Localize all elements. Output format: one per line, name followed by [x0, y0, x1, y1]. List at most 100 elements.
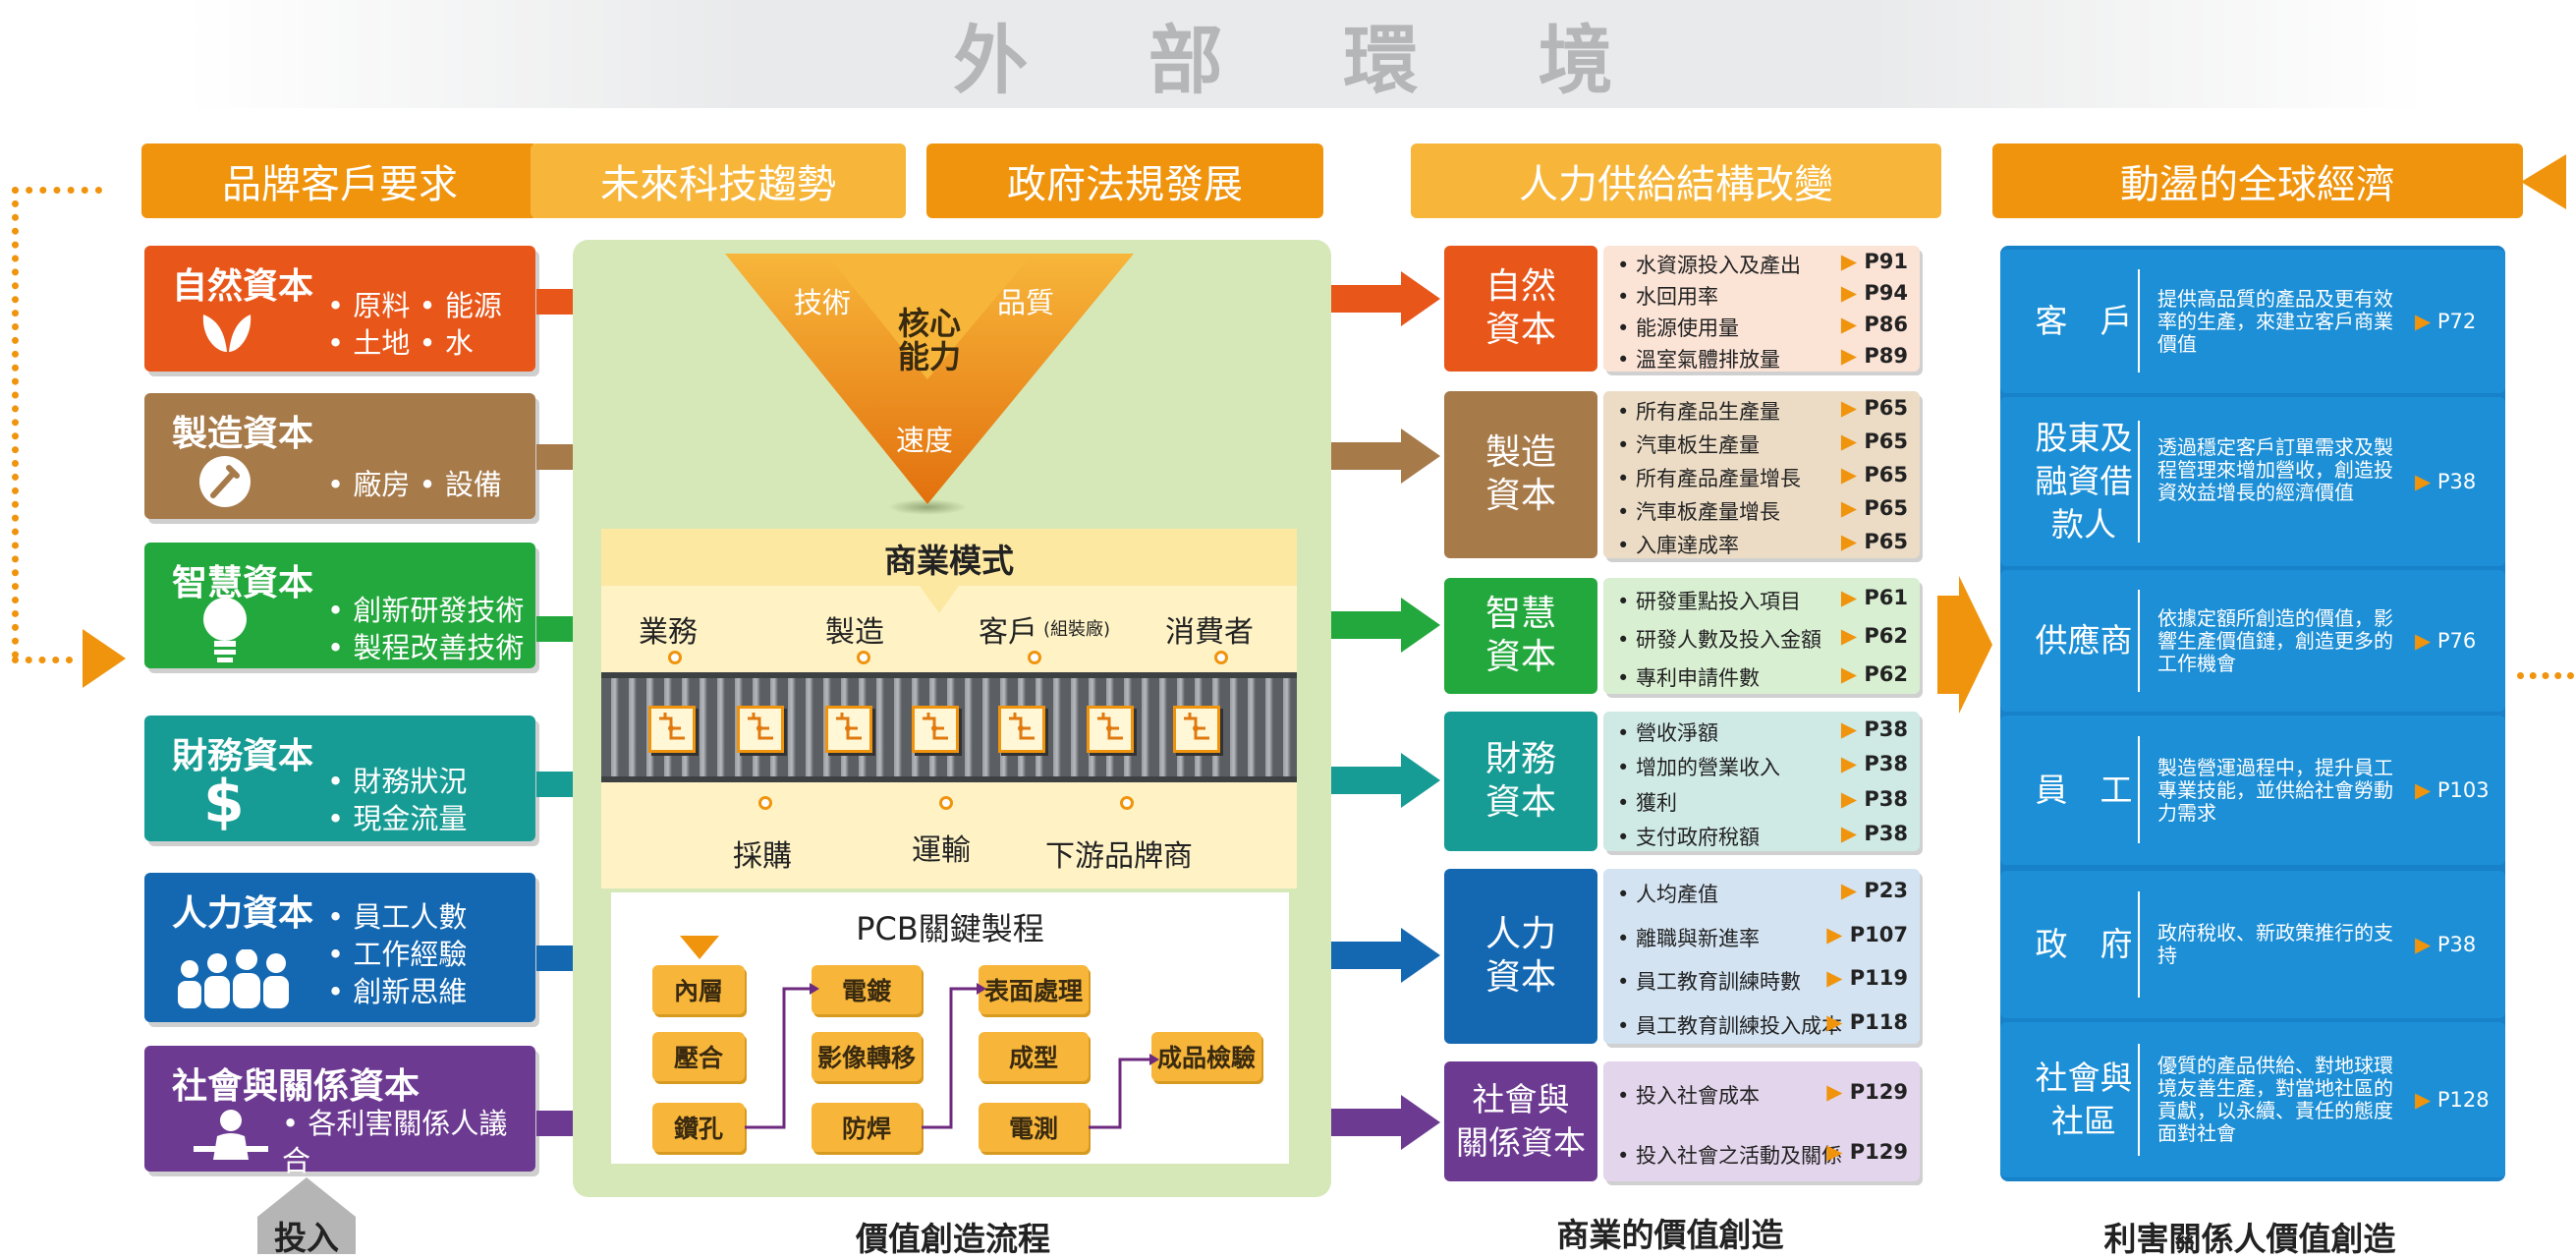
bm-pin	[857, 651, 870, 664]
metric-page-link[interactable]: ▶ P94	[1840, 281, 1908, 305]
bm-pin	[758, 796, 772, 810]
metric-page-link[interactable]: ▶ P61	[1840, 586, 1908, 609]
value-arrow-head-icon	[1401, 429, 1440, 484]
metric-page-link[interactable]: ▶ P65	[1840, 496, 1908, 520]
core-tech-label: 技術	[794, 286, 852, 319]
pcb-step: 成型	[979, 1032, 1089, 1081]
value-row-label: 財務 資本	[1444, 712, 1597, 851]
metric-page-link[interactable]: ▶ P23	[1840, 879, 1908, 902]
metric-item: • 員工教育訓練投入成本	[1617, 1014, 1843, 1038]
metric-page-link[interactable]: ▶ P118	[1826, 1010, 1908, 1034]
value-row-metrics: • 投入社會成本▶ P129• 投入社會之活動及關係▶ P129	[1603, 1061, 1920, 1181]
bm-bottom-label: 運輸	[912, 833, 971, 868]
separator	[2138, 269, 2140, 372]
stakeholder-name: 政 府	[2035, 925, 2133, 963]
capital-card-manufactured: 製造資本 • 廠房 • 設備	[144, 393, 535, 519]
separator	[2138, 891, 2140, 998]
metric-item: • 增加的營業收入	[1617, 756, 1781, 779]
value-arrow-head-icon	[1401, 271, 1440, 326]
metric-page-link[interactable]: ▶ P119	[1826, 966, 1908, 990]
stakeholder-page-link[interactable]: ▶ P72	[2415, 310, 2477, 333]
value-arrow	[1331, 442, 1402, 470]
stakeholder-page-link[interactable]: ▶ P76	[2415, 629, 2477, 653]
wrench-icon	[196, 454, 254, 518]
process-label: 價值創造流程	[856, 1220, 1050, 1258]
header-tech-trends: 未來科技趨勢	[531, 143, 906, 218]
capital-card-natural: 自然資本 • 原料 • 能源 • 土地 • 水	[144, 246, 535, 372]
capital-item: • 工作經驗	[327, 938, 468, 971]
header-labor-supply: 人力供給結構改變	[1411, 143, 1941, 218]
bm-bottom-label: 下游品牌商	[1045, 839, 1193, 874]
metric-page-link[interactable]: ▶ P86	[1840, 313, 1908, 336]
bm-top-label: 客戶	[979, 615, 1037, 650]
bm-pin	[1028, 651, 1041, 664]
metric-item: • 投入社會之活動及關係	[1617, 1144, 1843, 1168]
circuit-chip-icon	[1087, 706, 1134, 753]
metric-page-link[interactable]: ▶ P91	[1840, 250, 1908, 273]
metric-page-link[interactable]: ▶ P62	[1840, 662, 1908, 686]
metric-page-link[interactable]: ▶ P129	[1826, 1080, 1908, 1104]
pcb-step: 防焊	[812, 1103, 922, 1152]
metric-page-link[interactable]: ▶ P62	[1840, 624, 1908, 648]
metric-page-link[interactable]: ▶ P38	[1840, 787, 1908, 811]
stakeholder-row: 股東及 融資借 款人透過穩定客戶訂單需求及製程管理來增加營收，創造投資效益增長的…	[2000, 397, 2505, 566]
metric-item: • 所有產品產量增長	[1617, 467, 1802, 490]
metric-page-link[interactable]: ▶ P65	[1840, 396, 1908, 420]
metric-page-link[interactable]: ▶ P65	[1840, 530, 1908, 553]
value-row-metrics: • 水資源投入及產出▶ P91• 水回用率▶ P94• 能源使用量▶ P86• …	[1603, 246, 1920, 372]
pcb-title: PCB關鍵製程	[856, 910, 1044, 947]
value-arrow	[1331, 767, 1402, 794]
bm-top-label: 消費者	[1165, 615, 1254, 650]
header-gov-regulations: 政府法規發展	[926, 143, 1323, 218]
bm-pin	[1214, 651, 1228, 664]
metric-page-link[interactable]: ▶ P65	[1840, 430, 1908, 453]
metric-item: • 員工教育訓練時數	[1617, 970, 1802, 994]
separator	[2138, 590, 2140, 692]
feedback-dotted-line-top	[12, 187, 102, 194]
metric-page-link[interactable]: ▶ P129	[1826, 1140, 1908, 1164]
feedback-dotted-line-right	[2517, 672, 2574, 679]
business-model-pointer	[920, 586, 959, 613]
input-arrow-icon	[83, 629, 126, 688]
stakeholder-page-link[interactable]: ▶ P103	[2415, 778, 2490, 802]
metric-item: • 所有產品生產量	[1617, 400, 1781, 424]
speaker-icon	[192, 1107, 270, 1171]
metric-item: • 專利申請件數	[1617, 666, 1761, 690]
input-up-arrow-icon	[257, 1177, 356, 1217]
stakeholder-page-link[interactable]: ▶ P128	[2415, 1088, 2490, 1112]
people-icon	[168, 948, 306, 1019]
bm-top-label: 業務	[639, 615, 698, 650]
business-model-title: 商業模式	[884, 542, 1014, 580]
capital-card-human: 人力資本 • 員工人數 • 工作經驗 • 創新思維	[144, 873, 535, 1022]
value-arrow-head-icon	[1401, 1095, 1440, 1150]
capital-item: • 原料 • 能源	[327, 289, 502, 322]
stakeholder-row: 供應商依據定額所創造的價值，影響生產價值鏈，創造更多的工作機會▶ P76	[2000, 570, 2505, 712]
metric-page-link[interactable]: ▶ P65	[1840, 463, 1908, 487]
metric-page-link[interactable]: ▶ P89	[1840, 344, 1908, 368]
bm-pin	[1120, 796, 1134, 810]
value-arrow-head-icon	[1401, 928, 1440, 983]
feedback-dotted-line-vertical	[12, 187, 19, 659]
connector-human	[536, 945, 576, 971]
circuit-chip-icon	[998, 706, 1045, 753]
metric-page-link[interactable]: ▶ P38	[1840, 717, 1908, 741]
value-arrow	[1331, 285, 1402, 313]
external-environment-title: 外 部 環 境	[187, 0, 2427, 108]
separator	[2138, 421, 2140, 543]
pcb-step: 影像轉移	[812, 1032, 922, 1081]
pcb-step-final: 成品檢驗	[1151, 1032, 1261, 1081]
stakeholder-page-link[interactable]: ▶ P38	[2415, 933, 2477, 956]
capital-item: • 各利害關係人議合	[282, 1107, 508, 1177]
capital-card-financial: 財務資本 $ • 財務狀況 • 現金流量	[144, 716, 535, 841]
metric-page-link[interactable]: ▶ P38	[1840, 822, 1908, 845]
value-row-label: 製造 資本	[1444, 391, 1597, 558]
metric-page-link[interactable]: ▶ P38	[1840, 752, 1908, 775]
metric-item: • 汽車板生產量	[1617, 433, 1761, 457]
capital-title: 智慧資本	[172, 563, 314, 603]
capital-item: • 員工人數	[327, 900, 468, 934]
leaf-icon	[197, 307, 256, 367]
stakeholder-page-link[interactable]: ▶ P38	[2415, 470, 2477, 493]
metric-item: • 人均產值	[1617, 883, 1719, 906]
metric-page-link[interactable]: ▶ P107	[1826, 923, 1908, 946]
